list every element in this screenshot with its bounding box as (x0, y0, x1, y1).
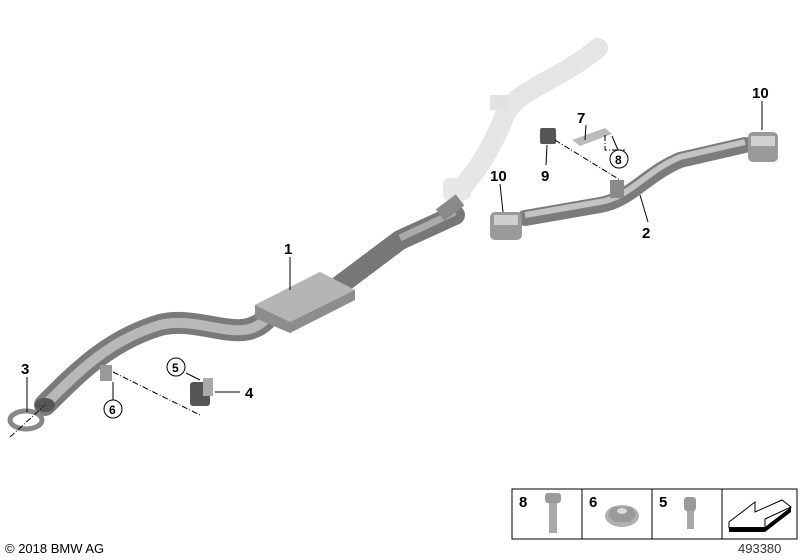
clamp-rear[interactable] (748, 132, 778, 162)
callout-8-circle (609, 149, 629, 169)
hanger-bracket-front (100, 365, 112, 381)
clamp-front[interactable] (7, 408, 45, 432)
legend-number-5: 5 (659, 494, 667, 511)
clamp-middle[interactable] (490, 212, 522, 240)
front-muffler-pipe[interactable] (34, 194, 465, 416)
callout-10-middle: 10 (490, 168, 507, 185)
muffler[interactable] (255, 272, 355, 333)
reference-pipe-ghost (443, 38, 608, 205)
flange-bolt-icon (545, 493, 561, 533)
callout-6-circle (103, 399, 123, 419)
callout-8: 8 (615, 153, 622, 167)
callout-9: 9 (541, 168, 549, 185)
copyright: © 2018 BMW AG (5, 541, 104, 556)
callout-6: 6 (109, 403, 116, 417)
rear-hanger[interactable] (572, 128, 612, 146)
callout-7: 7 (577, 110, 585, 127)
rear-pipe[interactable] (517, 137, 753, 226)
legend-number-6: 6 (589, 494, 597, 511)
front-direction-arrow-icon (728, 499, 792, 532)
front-hanger[interactable] (190, 378, 213, 406)
callout-10-rear: 10 (752, 85, 769, 102)
callout-2: 2 (642, 225, 650, 242)
torx-bolt-icon (684, 497, 696, 529)
flange-nut-icon (605, 505, 639, 527)
diagram-number: 493380 (738, 541, 781, 556)
rear-hanger-mount (610, 180, 624, 198)
fastener-legend: 8 6 5 (511, 488, 798, 540)
rear-bracket[interactable] (540, 128, 556, 144)
leader-lines (9, 101, 763, 438)
legend-number-8: 8 (519, 494, 527, 511)
callout-4: 4 (245, 385, 254, 402)
callout-3: 3 (21, 361, 29, 378)
callout-5-circle (166, 357, 186, 377)
callout-5: 5 (172, 361, 179, 375)
callout-1: 1 (284, 241, 292, 258)
